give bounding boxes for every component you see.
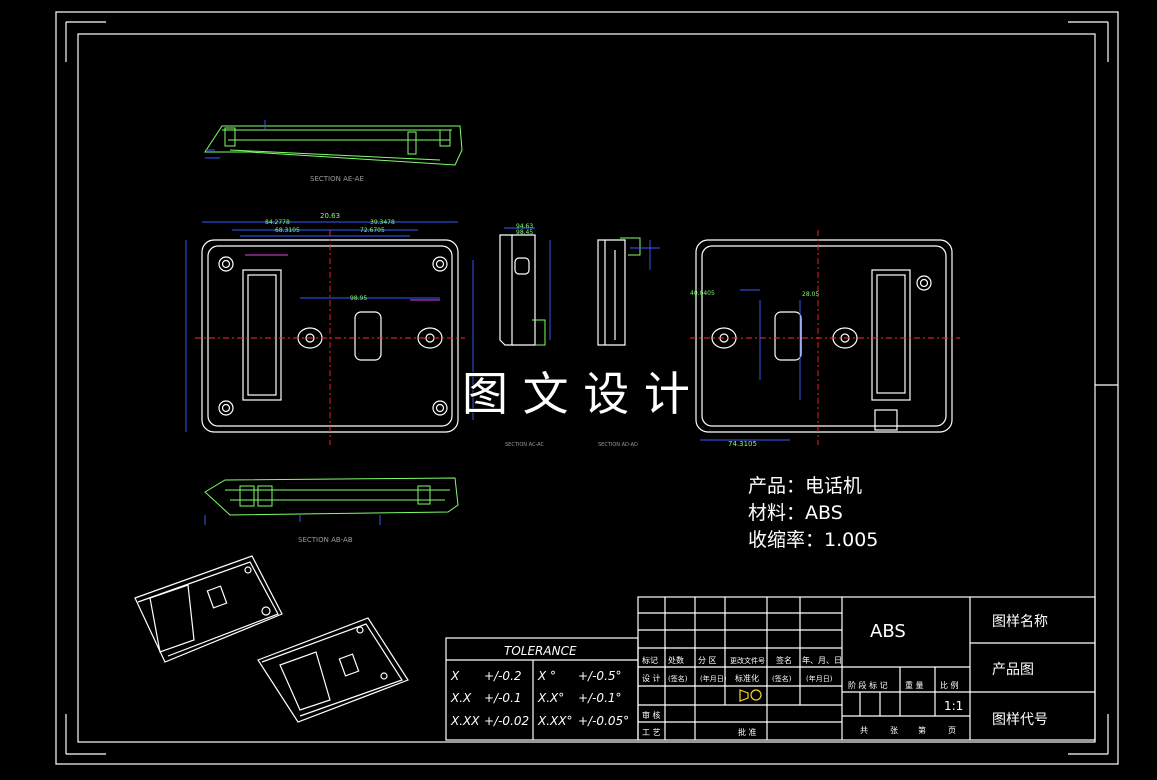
stage-label: 阶 段 标 记 bbox=[848, 680, 888, 690]
product-line-2: 材料：ABS bbox=[748, 502, 843, 524]
design-cell: 标准化 bbox=[735, 673, 759, 683]
dim-label: 39.3478 bbox=[370, 219, 395, 226]
sheet-label: 共 bbox=[860, 726, 868, 735]
sheet-label: 张 bbox=[890, 726, 898, 735]
tol-b-2: X.XX° bbox=[537, 714, 572, 728]
drawing-name-value: 产品图 bbox=[992, 662, 1034, 678]
dim-label: 98.45 bbox=[516, 229, 533, 236]
tol-bv-2: +/-0.05° bbox=[578, 714, 629, 728]
dim-label: 98.95 bbox=[350, 295, 367, 302]
drawing-name-label: 图样名称 bbox=[992, 614, 1048, 630]
rear-view bbox=[690, 230, 960, 445]
section-ab-view bbox=[204, 477, 459, 525]
projection-cone bbox=[739, 689, 749, 702]
section-ad-label: SECTION AD-AD bbox=[598, 442, 638, 448]
scale-value: 1:1 bbox=[944, 699, 963, 713]
design-cell: 设 计 bbox=[642, 673, 661, 683]
section-ac-label: SECTION AC-AC bbox=[505, 442, 544, 448]
title-block-frame bbox=[637, 596, 1096, 741]
dim-label: 72.6705 bbox=[360, 227, 385, 234]
dim-label: 40.0405 bbox=[690, 290, 715, 297]
tol-av-2: +/-0.02 bbox=[484, 714, 529, 728]
sheet-label: 页 bbox=[948, 726, 956, 735]
iso-view-2 bbox=[257, 617, 409, 723]
design-cell: (签名) bbox=[668, 674, 688, 683]
row-label: 标记 bbox=[642, 655, 658, 665]
material-value: ABS bbox=[870, 621, 906, 642]
tol-bv-0: +/-0.5° bbox=[578, 669, 622, 683]
approve-label: 批 准 bbox=[738, 727, 757, 737]
sheet-label: 第 bbox=[918, 725, 926, 735]
design-cell: (签名) bbox=[772, 674, 792, 683]
side-view-ad bbox=[597, 237, 660, 346]
tol-bv-1: +/-0.1° bbox=[578, 691, 622, 705]
side-view-ac bbox=[499, 227, 551, 346]
outer-frame bbox=[55, 11, 1119, 765]
front-view bbox=[185, 221, 474, 445]
dim-label: 94.63 bbox=[516, 223, 533, 230]
dim-label: 74.3105 bbox=[728, 440, 757, 448]
watermark: 图 文 设 计 bbox=[462, 367, 690, 421]
drawing-code-label: 图样代号 bbox=[992, 712, 1048, 728]
product-line-1: 产品：电话机 bbox=[748, 475, 862, 497]
stage-label: 比 例 bbox=[940, 680, 959, 690]
tol-b-0: X ° bbox=[537, 669, 556, 683]
projection-symbol bbox=[750, 689, 762, 701]
tol-a-0: X bbox=[450, 669, 460, 683]
section-ae-view bbox=[204, 120, 463, 166]
stage-label: 重 量 bbox=[905, 680, 924, 690]
tol-av-1: +/-0.1 bbox=[484, 691, 522, 705]
row-label: 处数 bbox=[668, 655, 684, 665]
design-cell: (年月日) bbox=[806, 674, 833, 683]
tol-b-1: X.X° bbox=[537, 691, 564, 705]
dim-label: 20.63 bbox=[320, 212, 340, 220]
row-label: 更改文件号 bbox=[730, 656, 765, 665]
row-label: 分 区 bbox=[698, 656, 717, 665]
iso-view-1 bbox=[134, 555, 283, 663]
dim-label: 84.2778 bbox=[265, 219, 290, 226]
process-label: 工 艺 bbox=[642, 728, 661, 737]
section-ab-label: SECTION AB-AB bbox=[298, 536, 353, 544]
product-line-3: 收缩率：1.005 bbox=[748, 529, 878, 551]
row-label: 年、月、日 bbox=[802, 655, 842, 665]
tol-a-2: X.XX bbox=[450, 714, 480, 728]
design-cell: (年月日) bbox=[700, 674, 727, 683]
dim-label: 68.3105 bbox=[275, 227, 300, 234]
tol-a-1: X.X bbox=[450, 691, 472, 705]
frame-corner-marks bbox=[65, 21, 1118, 755]
review-label: 审 核 bbox=[642, 710, 661, 720]
row-label: 签名 bbox=[776, 655, 792, 665]
dim-label: 28.05 bbox=[802, 291, 819, 298]
inner-frame bbox=[77, 33, 1096, 743]
tol-av-0: +/-0.2 bbox=[484, 669, 522, 683]
tolerance-title: TOLERANCE bbox=[504, 644, 577, 658]
section-ae-label: SECTION AE-AE bbox=[310, 175, 364, 183]
